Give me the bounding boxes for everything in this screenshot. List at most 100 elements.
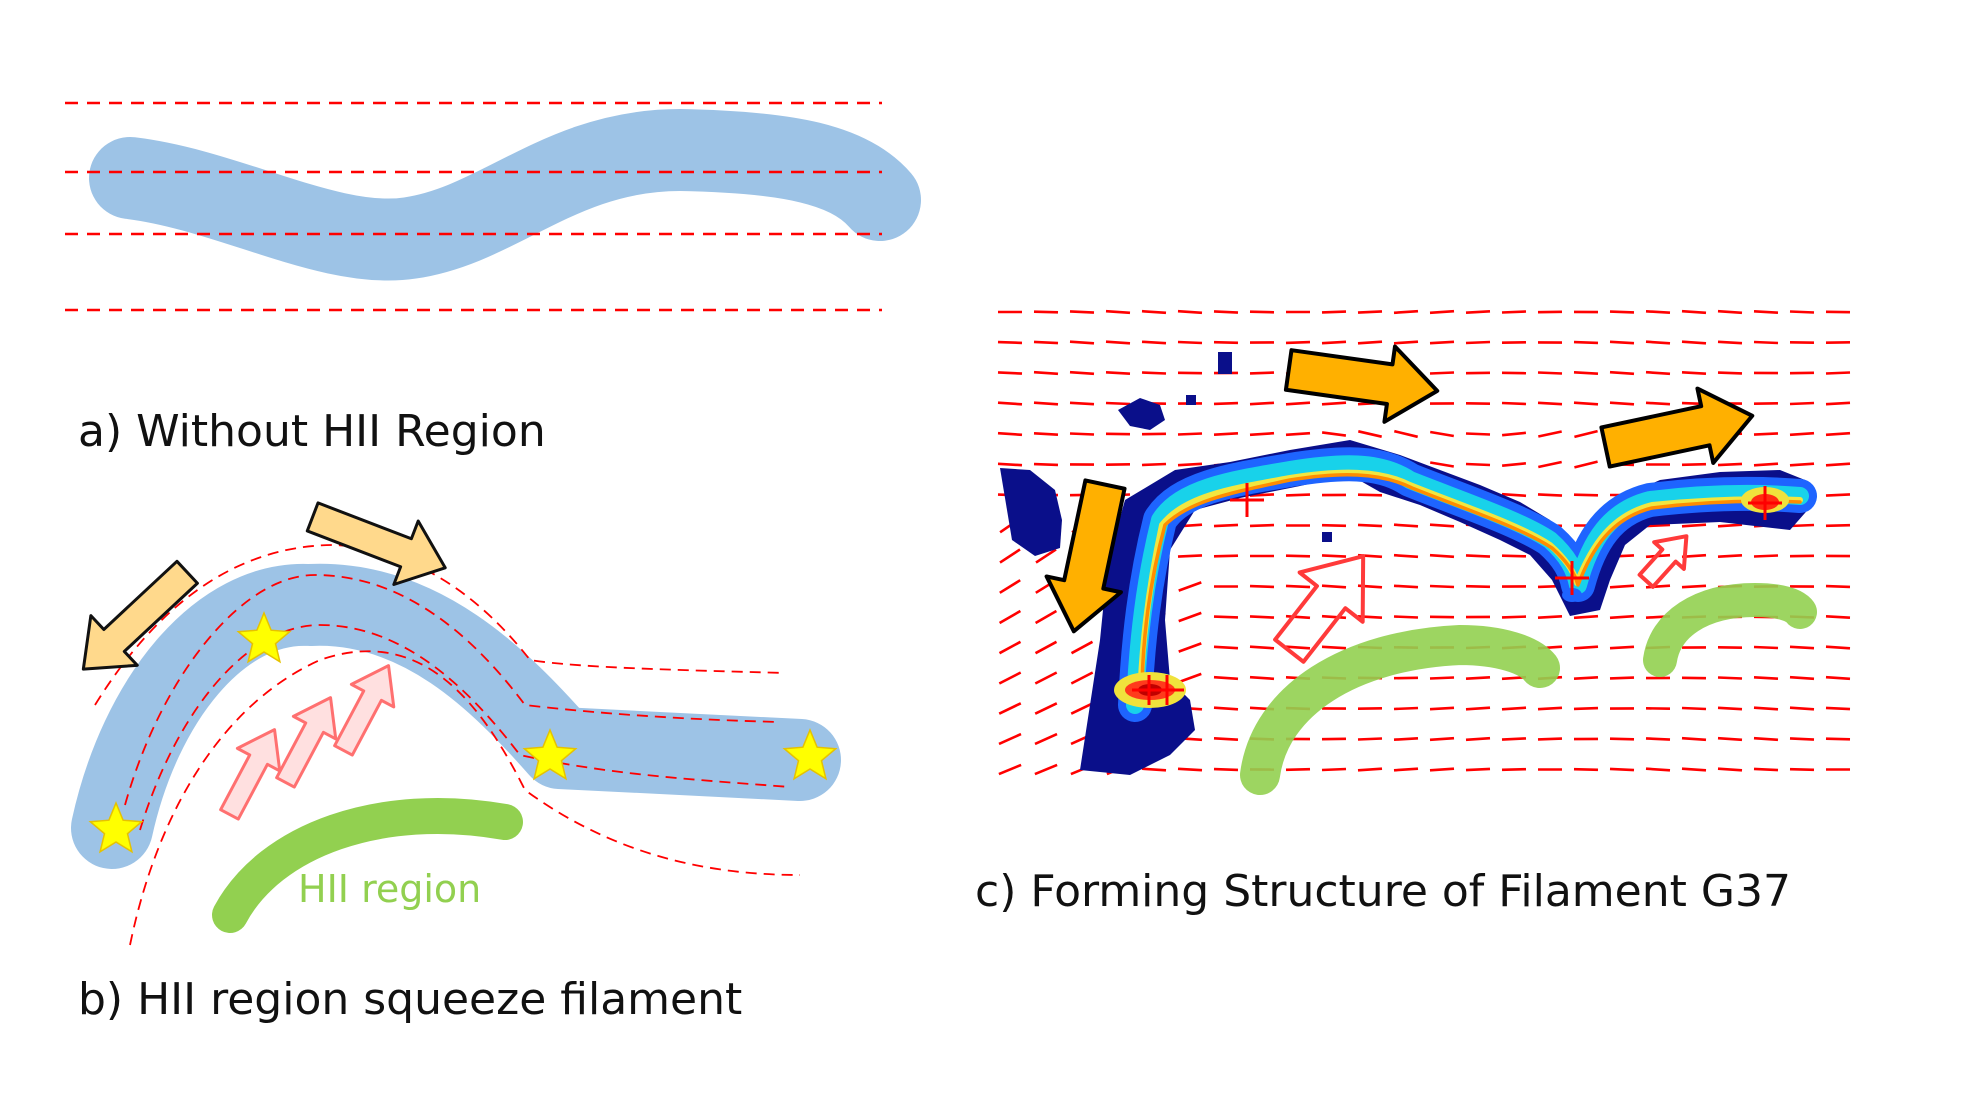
polarization-segment (1285, 645, 1311, 650)
polarization-segment (998, 671, 1022, 685)
polarization-segment (1717, 767, 1743, 772)
field-lines-a (65, 101, 882, 312)
polarization-segment (1609, 310, 1635, 314)
flow-arrows-b (81, 501, 447, 671)
polarization-segment (1465, 584, 1491, 589)
polarization-segment (1537, 737, 1563, 741)
polarization-segment (1753, 554, 1779, 558)
polarization-segment (1429, 584, 1455, 589)
polarization-segment (1249, 401, 1275, 406)
polarization-segment (1429, 340, 1455, 345)
emission-speck (1322, 532, 1332, 542)
polarization-segment (1034, 609, 1058, 625)
polarization-segment (1213, 523, 1239, 528)
polarization-segment (997, 431, 1023, 437)
filament-ridge-cyan (1126, 455, 1809, 714)
polarization-segment (1429, 309, 1455, 315)
polarization-segment (1789, 523, 1815, 528)
polarization-segment (1070, 702, 1094, 715)
polarization-segment (1249, 584, 1275, 589)
polarization-segment (1321, 645, 1347, 650)
polarization-segment (1825, 462, 1851, 467)
filament-emission-top (1118, 398, 1165, 430)
polarization-segment (1609, 401, 1635, 406)
polarization-segment (1429, 523, 1455, 528)
polarization-segment (1825, 615, 1851, 619)
polarization-segment (1034, 640, 1058, 655)
polarization-segment (1465, 676, 1491, 680)
polarization-segment (1177, 340, 1203, 345)
polarization-segment (1285, 401, 1311, 406)
polarization-segment (1105, 401, 1131, 406)
polarization-segment (1357, 493, 1383, 497)
polarization-segment (1429, 371, 1455, 375)
polarization-segment (1825, 737, 1851, 741)
polarization-segment (1538, 460, 1562, 469)
polarization-segment (1573, 706, 1599, 711)
polarization-segment (1681, 736, 1707, 742)
polarization-segment (1573, 645, 1599, 650)
polarization-segment (1573, 401, 1599, 406)
polarization-segment (1249, 371, 1275, 375)
field-line (94, 544, 786, 706)
emission-speck (1186, 395, 1196, 405)
polarization-segment (1249, 675, 1275, 681)
pressure-arrow-icon (333, 664, 396, 757)
polarization-segment (1681, 523, 1707, 528)
polarization-segment (1141, 371, 1167, 375)
polarization-segment (1357, 737, 1383, 741)
caption-panel-a: a) Without HII Region (78, 406, 546, 457)
polarization-segment (1609, 767, 1635, 772)
field-line (129, 650, 801, 946)
polarization-segment (1753, 676, 1779, 680)
polarization-segment (1249, 645, 1275, 650)
flow-arrow-icon (1283, 344, 1440, 424)
polarization-segment (1033, 432, 1059, 436)
polarization-segment (1429, 767, 1455, 772)
polarization-segment (1069, 340, 1095, 345)
pressure-arrow-icon (1273, 554, 1366, 664)
polarization-segment (1429, 706, 1455, 711)
polarization-segment (1177, 767, 1203, 772)
polarization-segment (1429, 676, 1455, 680)
polarization-segment (1213, 554, 1239, 558)
panel-c-filament-g37 (997, 309, 1851, 795)
polarization-segment (999, 548, 1021, 564)
pressure-arrows-b (219, 664, 396, 821)
polarization-segment (1393, 429, 1419, 439)
polarization-segment (1537, 493, 1563, 497)
polarization-segment (1789, 645, 1815, 650)
polarization-segment (1357, 310, 1383, 314)
star-icon (782, 728, 838, 781)
filament-b (71, 563, 841, 869)
polarization-segment (1177, 554, 1203, 558)
hii-region-label: HII region (298, 867, 482, 911)
polarization-segment (1717, 676, 1743, 680)
polarization-segment (1429, 553, 1455, 559)
polarization-segment (1717, 340, 1743, 345)
polarization-segment (1069, 401, 1095, 406)
polarization-segment (1609, 584, 1635, 589)
polarization-segment (1178, 642, 1202, 653)
polarization-segment (1069, 432, 1095, 436)
polarization-segment (1034, 732, 1058, 746)
polarization-segment (1574, 429, 1598, 439)
polarization-segment (1177, 462, 1203, 467)
polarization-segment (1537, 371, 1563, 375)
panel-a-without-hii (65, 101, 921, 312)
polarization-segment (1753, 645, 1779, 650)
flow-arrow-icon (1044, 478, 1127, 634)
polarization-segment (1141, 767, 1167, 772)
panel-b-hii-squeeze (71, 501, 841, 946)
polarization-segment (1753, 706, 1779, 711)
polarization-segment (1573, 371, 1599, 375)
polarization-segment (1285, 493, 1311, 497)
polarization-segment (1825, 523, 1851, 528)
dense-cores (1114, 483, 1789, 708)
filament-ridge-yellow (1137, 469, 1803, 703)
polarization-segment (1249, 523, 1275, 528)
polarization-segment (1609, 676, 1635, 680)
polarization-segment (1465, 706, 1491, 711)
polarization-segment (1753, 767, 1779, 772)
